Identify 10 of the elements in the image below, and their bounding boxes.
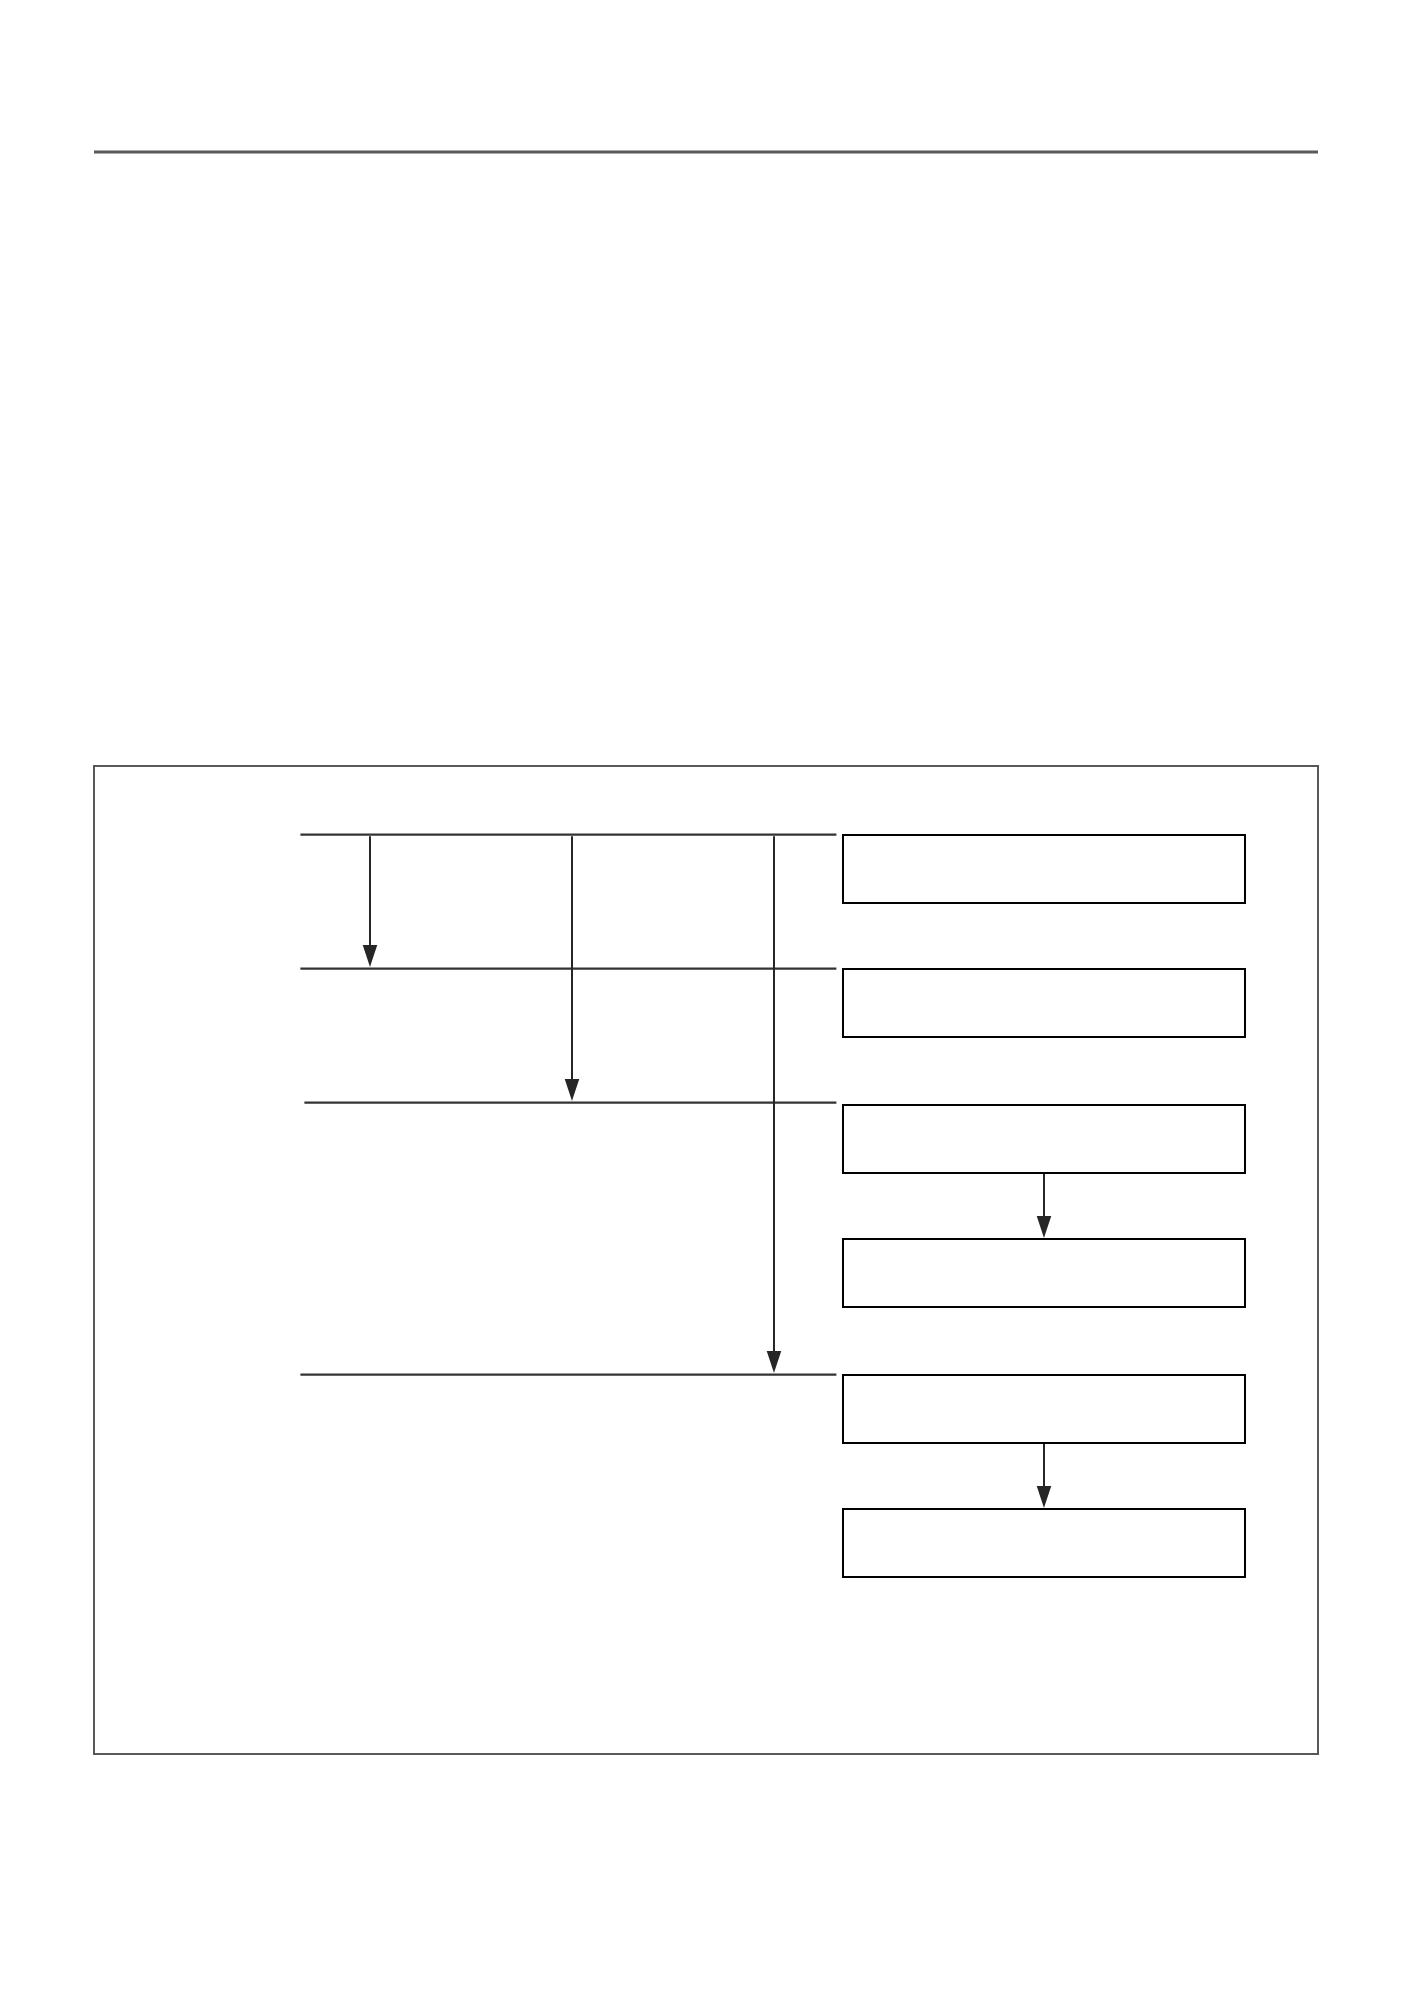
horizontal-line (300, 967, 837, 970)
process-box (842, 968, 1246, 1038)
horizontal-line (300, 833, 837, 836)
process-box (842, 1104, 1246, 1174)
process-box (842, 1238, 1246, 1308)
horizontal-line (304, 1101, 837, 1104)
process-box (842, 1374, 1246, 1444)
process-box (842, 834, 1246, 904)
horizontal-line (300, 1373, 837, 1376)
process-box (842, 1508, 1246, 1578)
